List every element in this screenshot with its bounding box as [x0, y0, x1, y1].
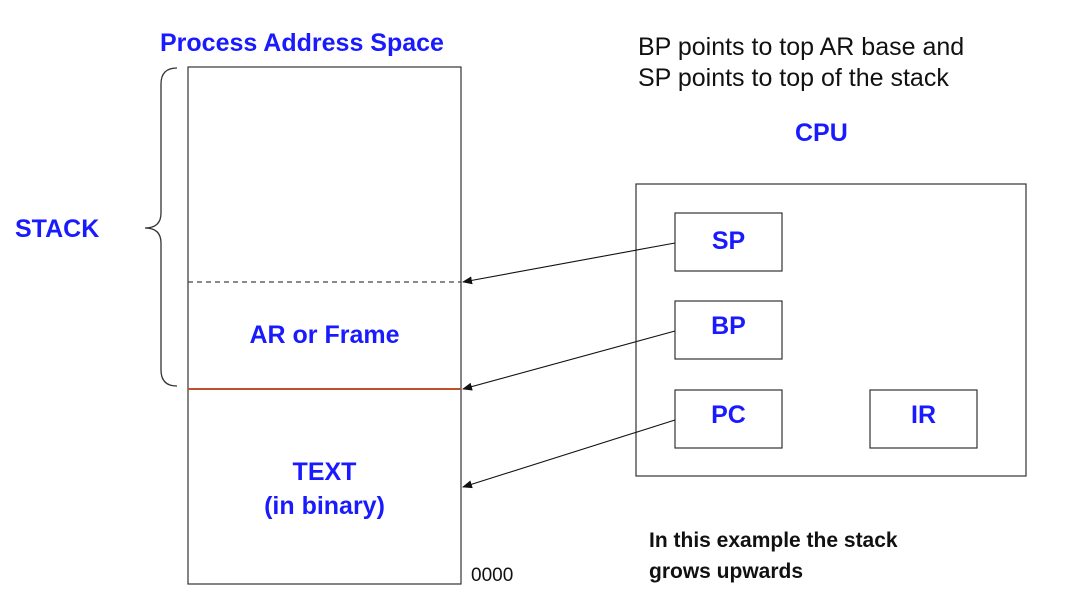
pc-arrow	[462, 419, 676, 489]
bp-arrow	[462, 330, 676, 391]
address-zero-label: 0000	[471, 565, 514, 586]
text-segment-sublabel: (in binary)	[264, 492, 385, 520]
cpu-title: CPU	[795, 119, 848, 147]
sp-register-label: SP	[711, 227, 746, 255]
stack-label: STACK	[15, 215, 100, 243]
pointer-note-line1: BP points to top AR base and	[638, 33, 965, 61]
growth-note-line2: grows upwards	[649, 560, 804, 583]
address-space-box	[187, 66, 462, 585]
bp-register-box	[674, 300, 783, 360]
pc-register-label: PC	[711, 401, 746, 429]
ir-register-label: IR	[911, 401, 936, 429]
cpu-box	[635, 183, 1027, 477]
growth-note-line1: In this example the stack	[649, 529, 898, 552]
frame-label: AR or Frame	[249, 321, 400, 349]
text-segment-label: TEXT	[292, 458, 357, 486]
pc-register-box	[674, 389, 783, 449]
address-space-title: Process Address Space	[160, 29, 444, 57]
stack-brace	[144, 67, 178, 387]
ir-register-box	[869, 389, 978, 449]
sp-arrow	[462, 242, 676, 285]
sp-register-box	[674, 212, 783, 272]
bp-register-label: BP	[711, 312, 746, 340]
pointer-note-line2: SP points to top of the stack	[638, 64, 949, 92]
